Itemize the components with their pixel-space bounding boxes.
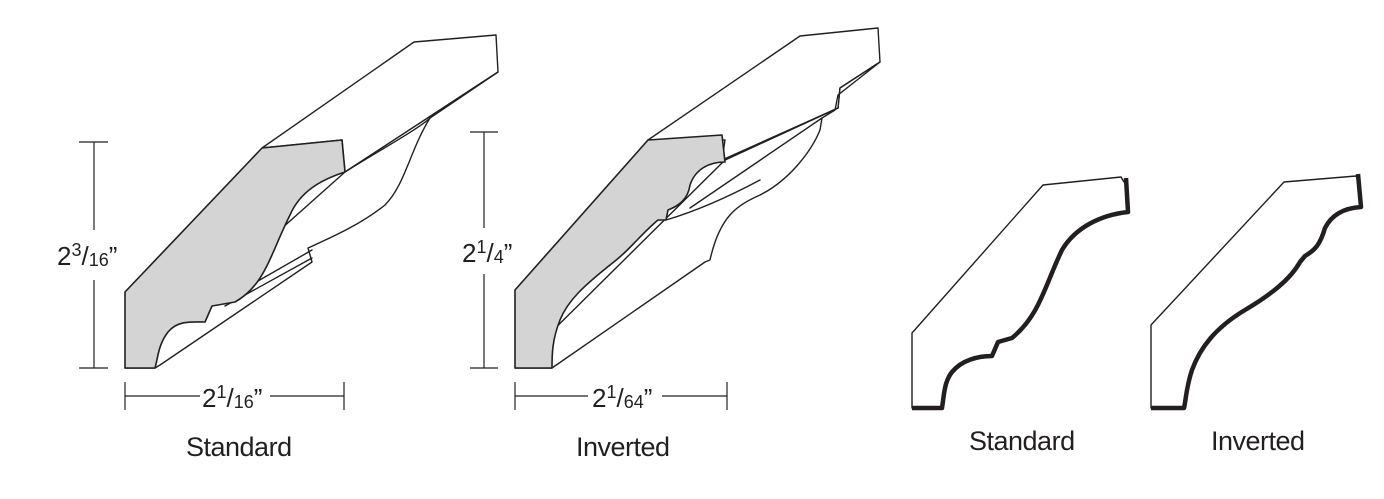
- standard-height-label: 23/16”: [55, 240, 120, 271]
- standard-profile-caption: Standard: [969, 426, 1075, 456]
- inverted-profile-outline: [1151, 173, 1364, 411]
- inverted-molding-3d: [514, 27, 881, 369]
- standard-width-label: 21/16”: [200, 382, 265, 413]
- standard-end-profile: [124, 139, 346, 369]
- standard-height-dimension: [79, 141, 108, 369]
- inverted-width-label: 21/64”: [590, 382, 655, 413]
- inverted-profile-2d: [1150, 173, 1364, 411]
- inverted-width-dimension: [514, 382, 728, 410]
- standard-profile-2d: [911, 176, 1131, 411]
- inverted-height-dimension: [470, 131, 498, 369]
- inverted-height-label: 21/4”: [460, 237, 515, 268]
- standard-molding-3d: [124, 34, 499, 369]
- standard-molding-caption: Standard: [186, 432, 292, 462]
- inverted-end-profile: [514, 134, 726, 369]
- inverted-profile-caption: Inverted: [1211, 426, 1305, 456]
- inverted-molding-caption: Inverted: [576, 432, 670, 462]
- standard-profile-outline: [912, 177, 1131, 411]
- inverted-front-face: [514, 61, 881, 369]
- standard-width-dimension: [124, 382, 345, 410]
